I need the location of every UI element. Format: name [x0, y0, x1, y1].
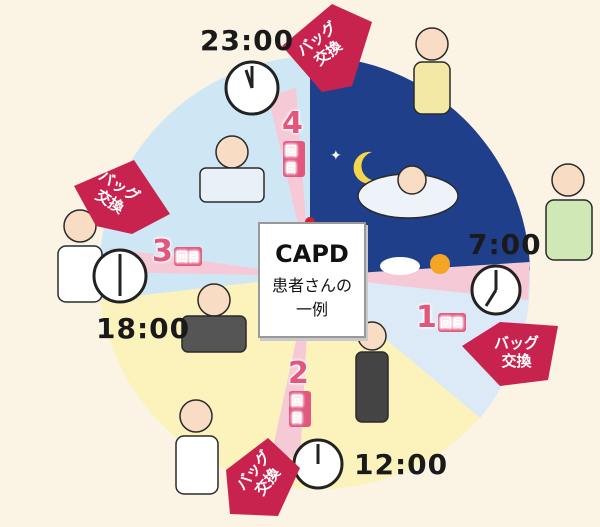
center-label-title: CAPD — [275, 240, 349, 268]
patient-dinner — [215, 135, 249, 169]
count-number-3: 3 — [152, 234, 173, 269]
patient-bag-1200 — [179, 399, 213, 433]
moon-icon — [353, 151, 380, 184]
count-suffix-4: 回目 — [283, 141, 305, 177]
bag-label-0700-line2: 交換 — [501, 352, 532, 370]
clock-icon-2300 — [224, 60, 280, 116]
sun-icon — [430, 254, 450, 274]
bag-arrow-0700 — [462, 322, 558, 386]
time-label-2300: 23:00 — [200, 24, 295, 57]
center-label-line2: 患者さんの — [271, 276, 352, 295]
bag-arrow-1800 — [74, 160, 170, 234]
bag-arrow-2300 — [282, 4, 372, 92]
star-icon: ✦ — [330, 148, 342, 164]
patient-bag-0700 — [551, 163, 585, 197]
cloud — [380, 257, 420, 275]
count-suffix-3: 回目 — [173, 247, 202, 266]
bag-label-0700: バッグ 交換 — [494, 334, 539, 370]
sector-night — [310, 55, 530, 276]
bag-arrow-1200 — [226, 438, 300, 516]
patient-office — [197, 283, 231, 317]
count-suffix-2: 回目 — [289, 391, 311, 427]
clock-icon-0700 — [470, 264, 522, 316]
count-number-2: 2 — [288, 356, 309, 391]
count-number-4: 4 — [282, 106, 303, 141]
clock-icon-1800 — [92, 248, 148, 304]
scene-illustrations — [57, 27, 593, 495]
patient-bag-2300 — [415, 27, 449, 61]
bag-label-0700-line1: バッグ — [494, 334, 540, 352]
time-label-1200: 12:00 — [354, 448, 449, 481]
time-label-1800: 18:00 — [96, 312, 191, 345]
count-suffix-1: 回目 — [437, 313, 466, 332]
center-label: CAPD 患者さんの 一例 — [258, 222, 366, 338]
clock-icon-1200 — [292, 438, 344, 490]
center-label-line3: 一例 — [295, 300, 328, 319]
count-number-1: 1 — [416, 300, 437, 335]
time-label-0700: 7:00 — [468, 228, 542, 261]
